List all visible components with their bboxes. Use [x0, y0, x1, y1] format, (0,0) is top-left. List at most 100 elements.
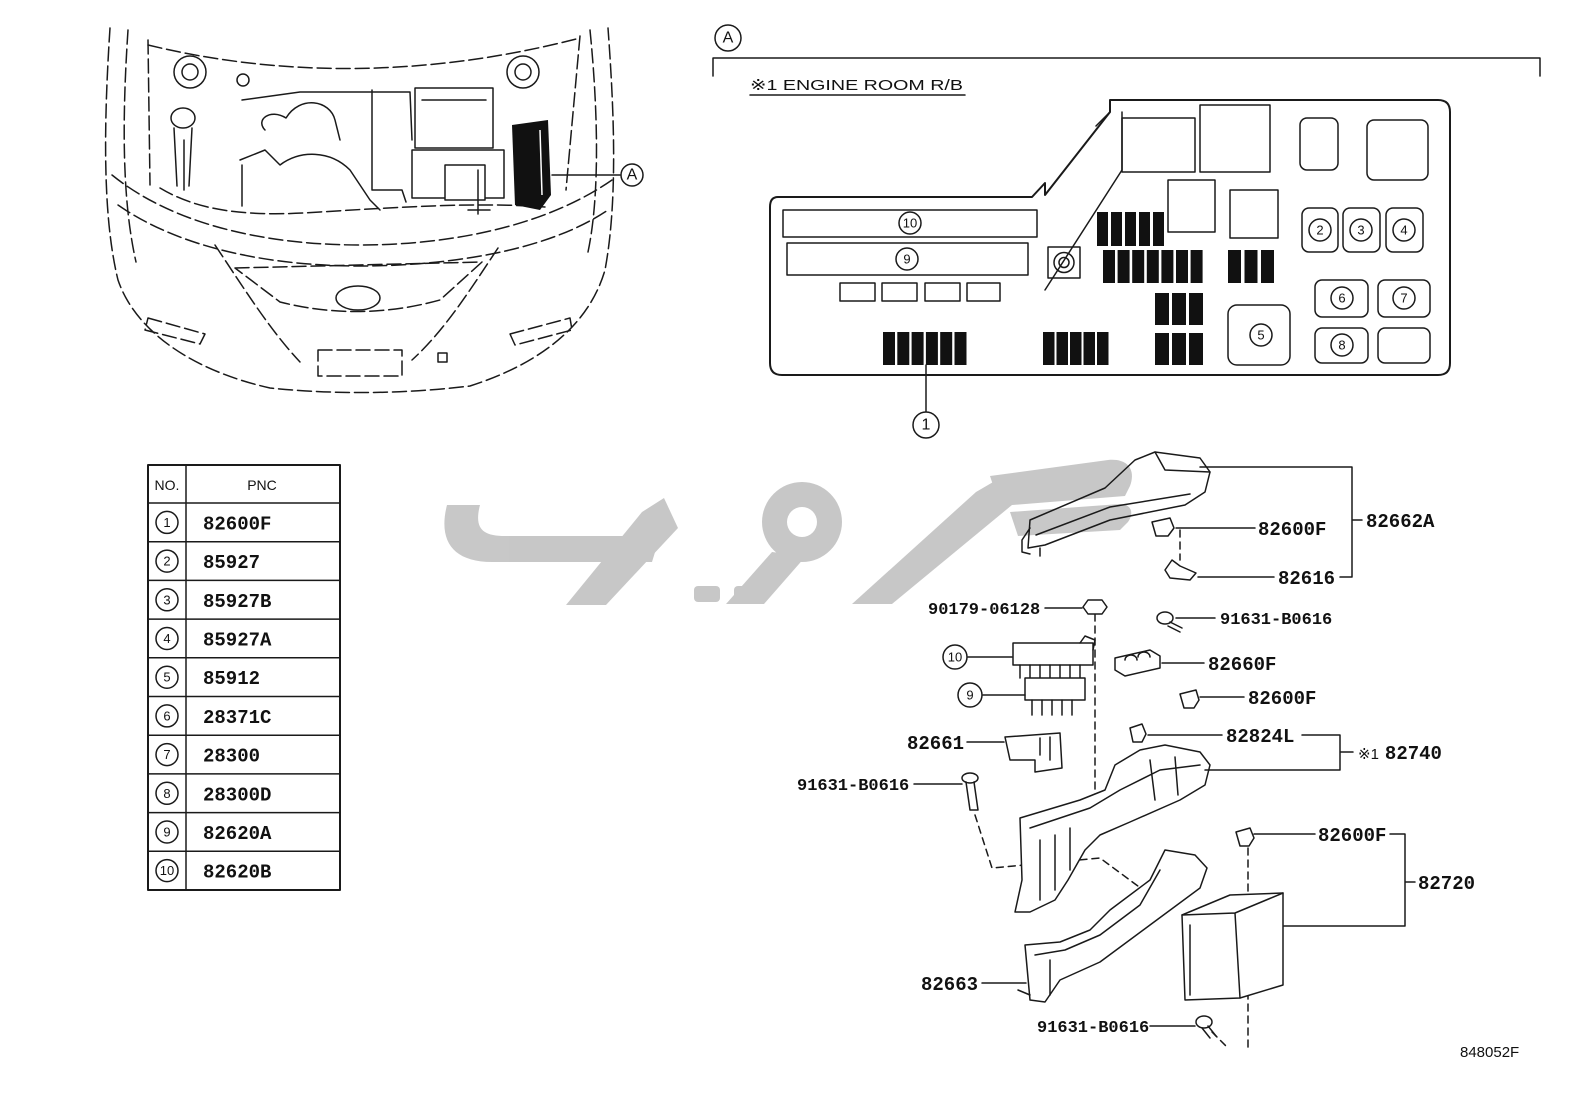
row-number-circle — [155, 665, 179, 689]
lower-block-part — [1181, 892, 1284, 1001]
clip-lower-part — [1235, 827, 1255, 847]
table-header-no: NO. — [155, 477, 180, 493]
slot-8-label: 8 — [1338, 338, 1345, 353]
fuse-slot — [1070, 332, 1082, 365]
bolt-seat-core — [1058, 256, 1070, 269]
fuse-slot — [1083, 332, 1095, 365]
bolt-head — [961, 772, 979, 784]
table-row: 9 82620A — [155, 820, 272, 845]
row-number-circle — [155, 588, 179, 612]
car-fender-line — [587, 29, 598, 253]
fuse-body — [1024, 677, 1086, 701]
row-number: 5 — [163, 670, 170, 685]
fuse-slot — [1190, 250, 1203, 283]
slot-7 — [1377, 279, 1431, 318]
mini-slot — [839, 282, 876, 302]
callout-a-label: A — [627, 167, 638, 184]
bolt-lower-part — [1195, 1015, 1217, 1039]
slot-6 — [1314, 279, 1369, 318]
relay-block-outline — [769, 99, 1451, 376]
row-number: 3 — [163, 592, 170, 607]
fuse-slot — [925, 332, 938, 365]
cover-part — [1027, 451, 1211, 549]
nut-part — [1082, 599, 1108, 615]
fuse-slot — [1155, 293, 1169, 325]
label-block-note: ※1 — [1358, 746, 1379, 763]
fuse-ref-9-part — [1024, 677, 1086, 716]
slot-7-label: 7 — [1400, 291, 1407, 306]
relay-socket — [1366, 119, 1429, 181]
row-number-circle — [155, 510, 179, 535]
fuse-slot — [1172, 333, 1186, 365]
fuse-slot — [954, 332, 967, 365]
slot-4 — [1385, 207, 1424, 253]
bay-stand — [467, 169, 491, 215]
label-cover: 82662A — [1366, 511, 1435, 533]
block-part-82824L — [1129, 723, 1147, 743]
fuse-slot — [1261, 250, 1274, 283]
label-bracket: 82661 — [907, 733, 964, 755]
slot-10-circle — [898, 211, 922, 235]
slot-9-circle — [895, 247, 919, 271]
row-number: 7 — [163, 747, 170, 762]
watermark-shape — [444, 505, 660, 562]
slot-4-circle — [1392, 218, 1416, 242]
slot-7-circle — [1392, 286, 1416, 310]
fuse-slot — [1097, 212, 1108, 246]
license-plate — [317, 349, 403, 377]
block-bracket — [1204, 734, 1354, 771]
fuse-slot — [1189, 333, 1203, 365]
panel-a-title: ※1 ENGINE ROOM R/B — [750, 77, 963, 94]
bracket-part — [1004, 732, 1063, 773]
panel-a-circle — [714, 24, 742, 52]
bolt-upper-part — [1156, 611, 1183, 633]
fuse-slot — [1172, 293, 1186, 325]
bolt-head — [1156, 611, 1174, 625]
fog-light-left — [144, 317, 206, 345]
car-grille-line — [214, 244, 301, 363]
table-header-pnc: PNC — [247, 477, 277, 493]
row-pnc: 85912 — [203, 668, 260, 690]
table-row: 5 85912 — [155, 665, 260, 690]
slot-empty — [1377, 327, 1431, 364]
label-clip-lower: 82600F — [1318, 825, 1386, 847]
label-bolt-upper: 91631-B0616 — [1220, 611, 1332, 630]
table-row: 4 85927A — [155, 626, 272, 652]
watermark-shape — [726, 552, 806, 604]
fuse-slot — [897, 332, 910, 365]
slot-3-circle — [1349, 218, 1373, 242]
fuse-slot — [911, 332, 924, 365]
fuse-ref-10-part — [1012, 635, 1096, 679]
battery-box — [414, 87, 494, 149]
engine-pipe — [371, 89, 407, 203]
cover-hinge-part — [1164, 559, 1197, 581]
lower-block-detail — [1181, 892, 1284, 999]
car-hood-edge — [147, 39, 151, 186]
car-grille — [234, 261, 483, 313]
slot-2-label: 2 — [1316, 223, 1323, 238]
strut-mount-left-inner — [181, 63, 199, 81]
mini-slot — [966, 282, 1001, 302]
watermark-shape — [852, 478, 1012, 604]
ref-10-circle — [942, 644, 968, 670]
watermark-shape — [762, 482, 842, 562]
relay-socket — [1229, 189, 1279, 239]
bolt-head — [1195, 1015, 1213, 1029]
table-row: 8 28300D — [155, 781, 271, 806]
bay-module — [444, 164, 486, 201]
fuse-slot — [883, 332, 895, 365]
car-bay-lower-line — [159, 187, 546, 215]
watermark-logo — [444, 459, 1132, 605]
relay-block-part — [1014, 744, 1211, 913]
engine-manifold — [239, 149, 381, 211]
fuse-slot — [1097, 332, 1109, 365]
table-row: 3 85927B — [155, 588, 271, 613]
fuse-slots — [883, 212, 1274, 365]
slot-3 — [1342, 207, 1381, 253]
label-cover-part: 82616 — [1278, 568, 1335, 590]
row-pnc: 82620A — [203, 823, 272, 845]
slot-9 — [786, 242, 1029, 276]
fuse-slot — [940, 332, 953, 365]
